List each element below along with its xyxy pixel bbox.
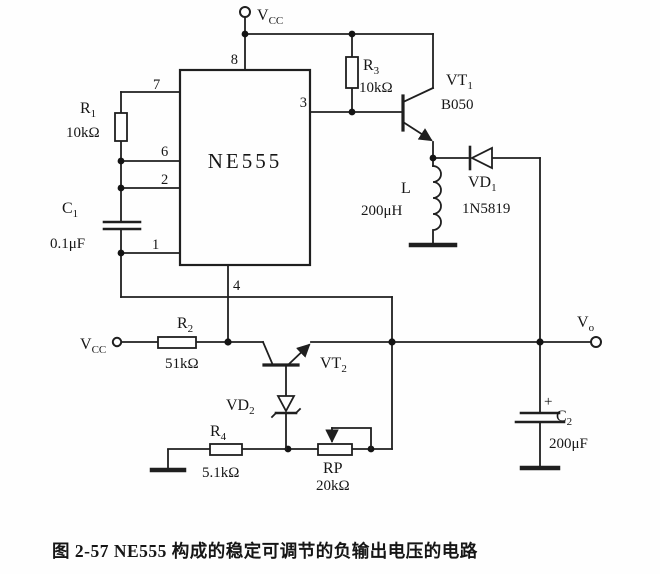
transistor-vt2: VT2 [261, 340, 347, 397]
vcc-left-label: VCC [80, 336, 106, 356]
ne555-ic: NE555 8 7 6 2 1 4 3 [152, 52, 312, 294]
figure-caption: 图 2-57 NE555 构成的稳定可调节的负输出电压的电路 [52, 541, 478, 561]
junction [117, 249, 125, 257]
pin-7-label: 7 [153, 77, 160, 93]
r2-label: R2 [177, 315, 193, 335]
l-coil [432, 165, 442, 244]
r3-body [345, 56, 359, 89]
junction [429, 154, 437, 162]
junction [117, 184, 125, 192]
vd1-model: 1N5819 [462, 201, 510, 217]
vout-node [590, 336, 602, 348]
vcc-top-terminal: VCC [239, 6, 283, 27]
pin-2-label: 2 [161, 172, 168, 188]
junction [241, 30, 249, 38]
vcc-top-node [239, 6, 251, 18]
vt1-model: B050 [441, 97, 474, 113]
c2-label: C2 [556, 408, 572, 428]
r4-value: 5.1kΩ [202, 465, 239, 481]
c1-label: C1 [62, 200, 78, 220]
vt1-label: VT1 [446, 72, 473, 92]
vcc-left-terminal: VCC [80, 336, 123, 356]
c2-polarity: + [544, 394, 552, 410]
diode-vd1: VD1 1N5819 [462, 145, 510, 217]
junction [536, 338, 544, 346]
inductor-l: L 200μH [361, 165, 458, 248]
vcc-left-node [111, 336, 123, 348]
wires [120, 16, 592, 469]
ne555-label: NE555 [208, 149, 283, 173]
transistor-vt1: VT1 B050 [401, 72, 474, 142]
resistor-r4: R4 5.1kΩ [149, 423, 243, 481]
potentiometer-rp: RP 20kΩ [316, 427, 372, 494]
junction [224, 338, 232, 346]
pin-1-label: 1 [152, 237, 159, 253]
vt2-label: VT2 [320, 355, 347, 375]
vout-label: Vo [577, 314, 595, 334]
r1-value: 10kΩ [66, 125, 100, 141]
vd2-zener-tick [294, 407, 302, 415]
pin-4-label: 4 [233, 278, 241, 294]
pin-6-label: 6 [161, 144, 168, 160]
c1-value: 0.1μF [50, 236, 85, 252]
r1-body [114, 112, 128, 142]
capacitor-c2: + C2 200μF [514, 394, 588, 471]
r4-body [209, 443, 243, 456]
resistor-r3: R3 10kΩ [345, 56, 393, 96]
wire [401, 86, 435, 104]
vd1-label: VD1 [468, 174, 497, 194]
r4-label: R4 [210, 423, 227, 443]
resistor-r2: R2 51kΩ [157, 315, 199, 372]
junction [348, 30, 356, 38]
rp-label: RP [323, 460, 343, 477]
r3-label: R3 [363, 57, 380, 77]
output-terminal: Vo [577, 314, 602, 348]
c2-value: 200μF [549, 436, 588, 452]
vt2-emitter [287, 343, 311, 366]
junction [117, 157, 125, 165]
vd2-label: VD2 [226, 397, 255, 417]
resistor-r1: R1 10kΩ [66, 100, 128, 142]
r2-body [157, 336, 197, 349]
junction [388, 338, 396, 346]
l-value: 200μH [361, 203, 403, 219]
l-label: L [401, 180, 411, 197]
pin-3-label: 3 [300, 95, 307, 111]
pin-8-label: 8 [231, 52, 238, 68]
r2-value: 51kΩ [165, 356, 199, 372]
rp-value: 20kΩ [316, 478, 350, 494]
r1-label: R1 [80, 100, 96, 120]
r3-value: 10kΩ [359, 80, 393, 96]
capacitor-c1: C1 0.1μF [50, 200, 142, 252]
vcc-top-label: VCC [257, 7, 283, 27]
rp-wiper-wire [331, 427, 372, 450]
vt2-base-lead [261, 340, 274, 365]
ne555-body [178, 68, 312, 267]
zener-vd2: VD2 [226, 395, 302, 450]
vd2-triangle [276, 395, 296, 413]
rp-body [317, 443, 353, 456]
junction [348, 108, 356, 116]
vd1-triangle [469, 146, 493, 170]
vt1-emitter [401, 120, 433, 142]
vd2-zener-tick [270, 411, 278, 419]
